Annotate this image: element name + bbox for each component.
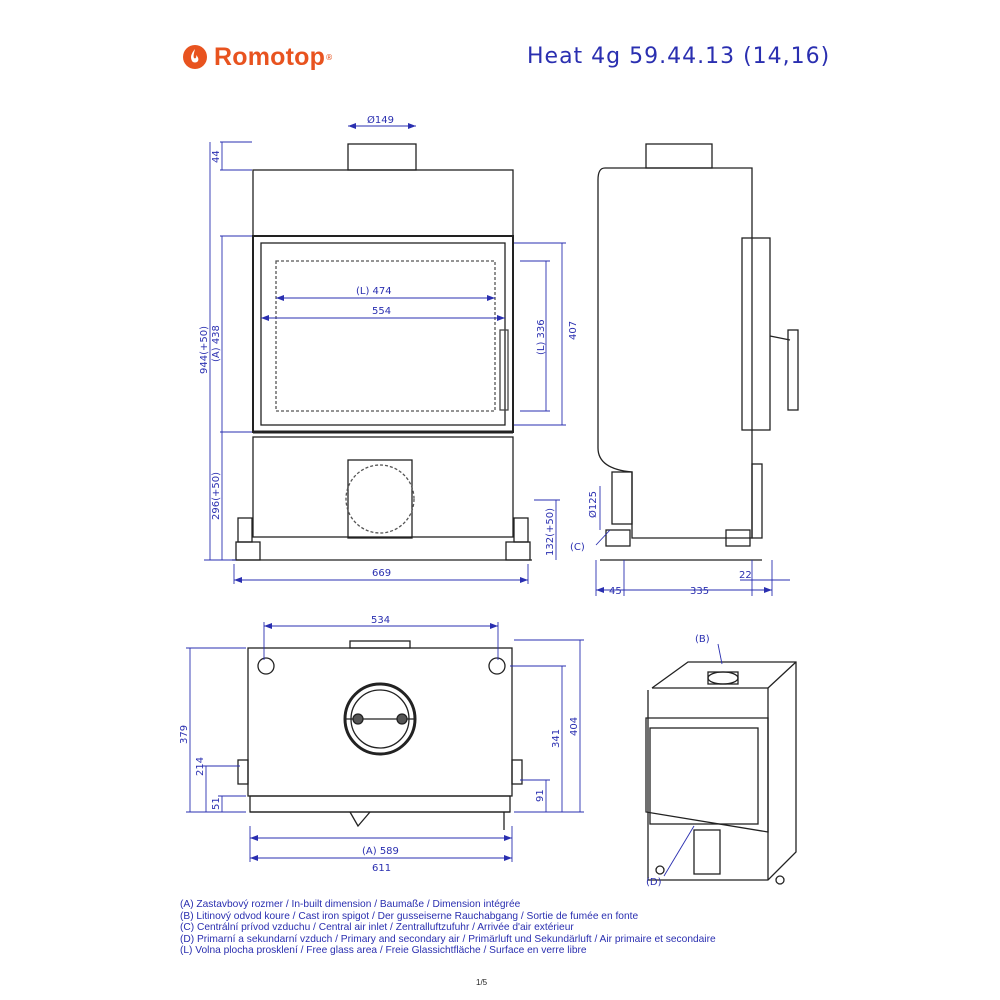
legend-item-c: (C) Centrální prívod vzduchu / Central a… — [180, 922, 574, 933]
legend: (A) Zastavbový rozmer / In-built dimensi… — [180, 899, 716, 957]
brand-name: Romotop — [214, 42, 326, 71]
dim-d214: 214 — [195, 757, 206, 776]
top-view — [237, 640, 523, 830]
model-title: Heat 4g 59.44.13 (14,16) — [527, 44, 831, 69]
side-view — [597, 143, 799, 561]
dim-s335: 335 — [690, 586, 709, 597]
dim-d149: Ø149 — [367, 114, 394, 126]
dim-d91: 91 — [535, 789, 546, 802]
label-c: (C) — [570, 542, 585, 553]
romotop-logo: Romotop ® — [182, 40, 333, 74]
page-number: 1/5 — [476, 978, 488, 987]
dim-w554: 554 — [372, 306, 391, 317]
dim-d125: Ø125 — [587, 491, 599, 518]
dim-h296: 296(+50) — [211, 472, 222, 520]
dim-s45: 45 — [609, 586, 622, 597]
label-b: (B) — [695, 634, 710, 645]
isometric-view — [645, 661, 797, 885]
dim-h407: 407 — [568, 321, 579, 340]
dim-h944: 944(+50) — [199, 326, 210, 374]
legend-item-b: (B) Litinový odvod koure / Cast iron spi… — [180, 910, 639, 922]
flame-logo-icon — [183, 45, 207, 69]
legend-item-a: (A) Zastavbový rozmer / In-built dimensi… — [180, 899, 521, 910]
dim-d404: 404 — [569, 717, 580, 736]
registered-mark: ® — [325, 52, 334, 62]
dim-d51: 51 — [211, 797, 222, 810]
dim-w534: 534 — [371, 615, 390, 626]
dim-w611: 611 — [372, 863, 391, 874]
dim-a438: (A) 438 — [211, 325, 222, 362]
dim-d341: 341 — [551, 729, 562, 748]
dim-a589: (A) 589 — [362, 846, 399, 857]
label-d: (D) — [646, 877, 662, 888]
dim-h44: 44 — [211, 150, 222, 163]
front-view — [232, 143, 532, 561]
dim-l336: (L) 336 — [536, 319, 547, 355]
arrowheads — [234, 123, 772, 861]
dim-w669: 669 — [372, 568, 391, 579]
dimension-lines — [186, 125, 790, 877]
dim-h132: 132(+50) — [545, 508, 556, 556]
legend-item-d: (D) Primarní a sekundarní vzduch / Prima… — [180, 933, 716, 945]
legend-item-l: (L) Volna plocha prosklení / Free glass … — [180, 945, 587, 956]
dim-s22: 22 — [739, 570, 752, 581]
dim-l474: (L) 474 — [356, 286, 392, 297]
dim-d379: 379 — [179, 725, 190, 744]
